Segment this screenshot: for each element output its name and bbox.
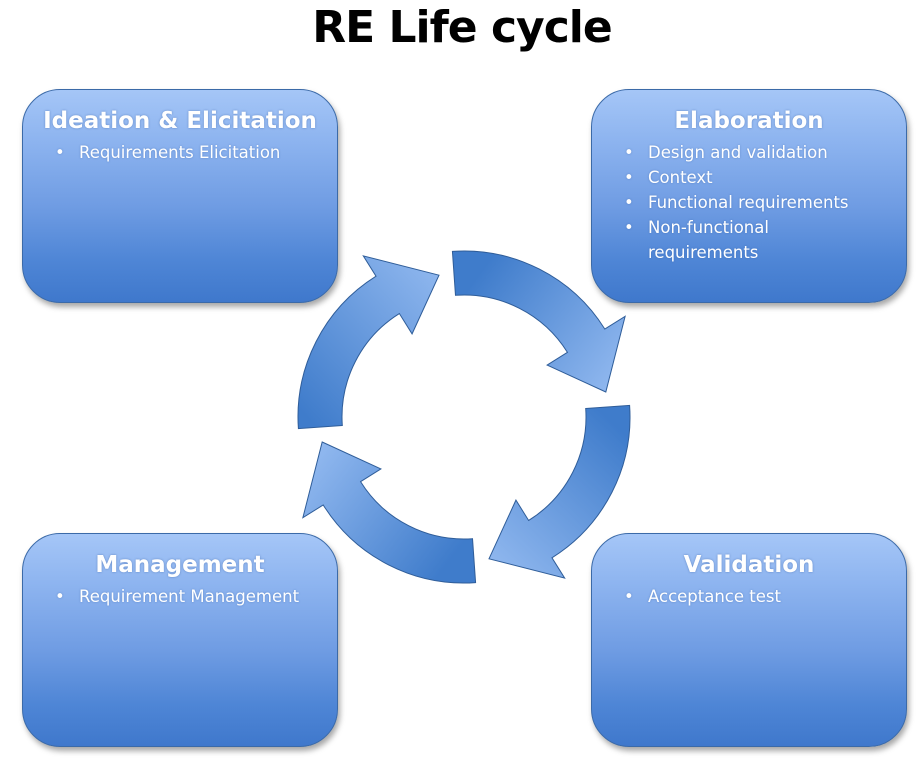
phase-ideation-elicitation: Ideation & Elicitation •Requirements Eli… — [22, 89, 338, 303]
cycle-arrow-bottom-right — [488, 404, 631, 579]
phase-item-list: •Acceptance test — [592, 584, 906, 609]
phase-title: Management — [95, 552, 265, 578]
phase-item-list: •Requirement Management — [23, 584, 337, 609]
bullet-icon: • — [55, 587, 65, 606]
cycle-arrow-top-right — [451, 250, 626, 393]
phase-item-list: •Design and validation •Context •Functio… — [592, 140, 906, 265]
bullet-icon: • — [624, 193, 634, 212]
phase-item: •Requirements Elicitation — [55, 140, 337, 165]
phase-title: Elaboration — [674, 108, 824, 134]
bullet-icon: • — [624, 168, 634, 187]
phase-item: •Non-functional requirements — [624, 215, 818, 265]
cycle-arrow-top-left — [297, 255, 440, 430]
cycle-arrow-bottom-left — [302, 441, 477, 584]
phase-item: •Context — [624, 165, 906, 190]
bullet-icon: • — [624, 218, 634, 237]
bullet-icon: • — [55, 143, 65, 162]
phase-item: •Requirement Management — [55, 584, 337, 609]
bullet-icon: • — [624, 143, 634, 162]
phase-validation: Validation •Acceptance test — [591, 533, 907, 747]
phase-item: •Design and validation — [624, 140, 906, 165]
phase-management: Management •Requirement Management — [22, 533, 338, 747]
phase-item: •Acceptance test — [624, 584, 906, 609]
phase-item-list: •Requirements Elicitation — [23, 140, 337, 165]
phase-item: •Functional requirements — [624, 190, 906, 215]
phase-title: Validation — [683, 552, 815, 578]
bullet-icon: • — [624, 587, 634, 606]
phase-title: Ideation & Elicitation — [43, 108, 317, 134]
diagram-title: RE Life cycle — [312, 2, 612, 53]
phase-elaboration: Elaboration •Design and validation •Cont… — [591, 89, 907, 303]
